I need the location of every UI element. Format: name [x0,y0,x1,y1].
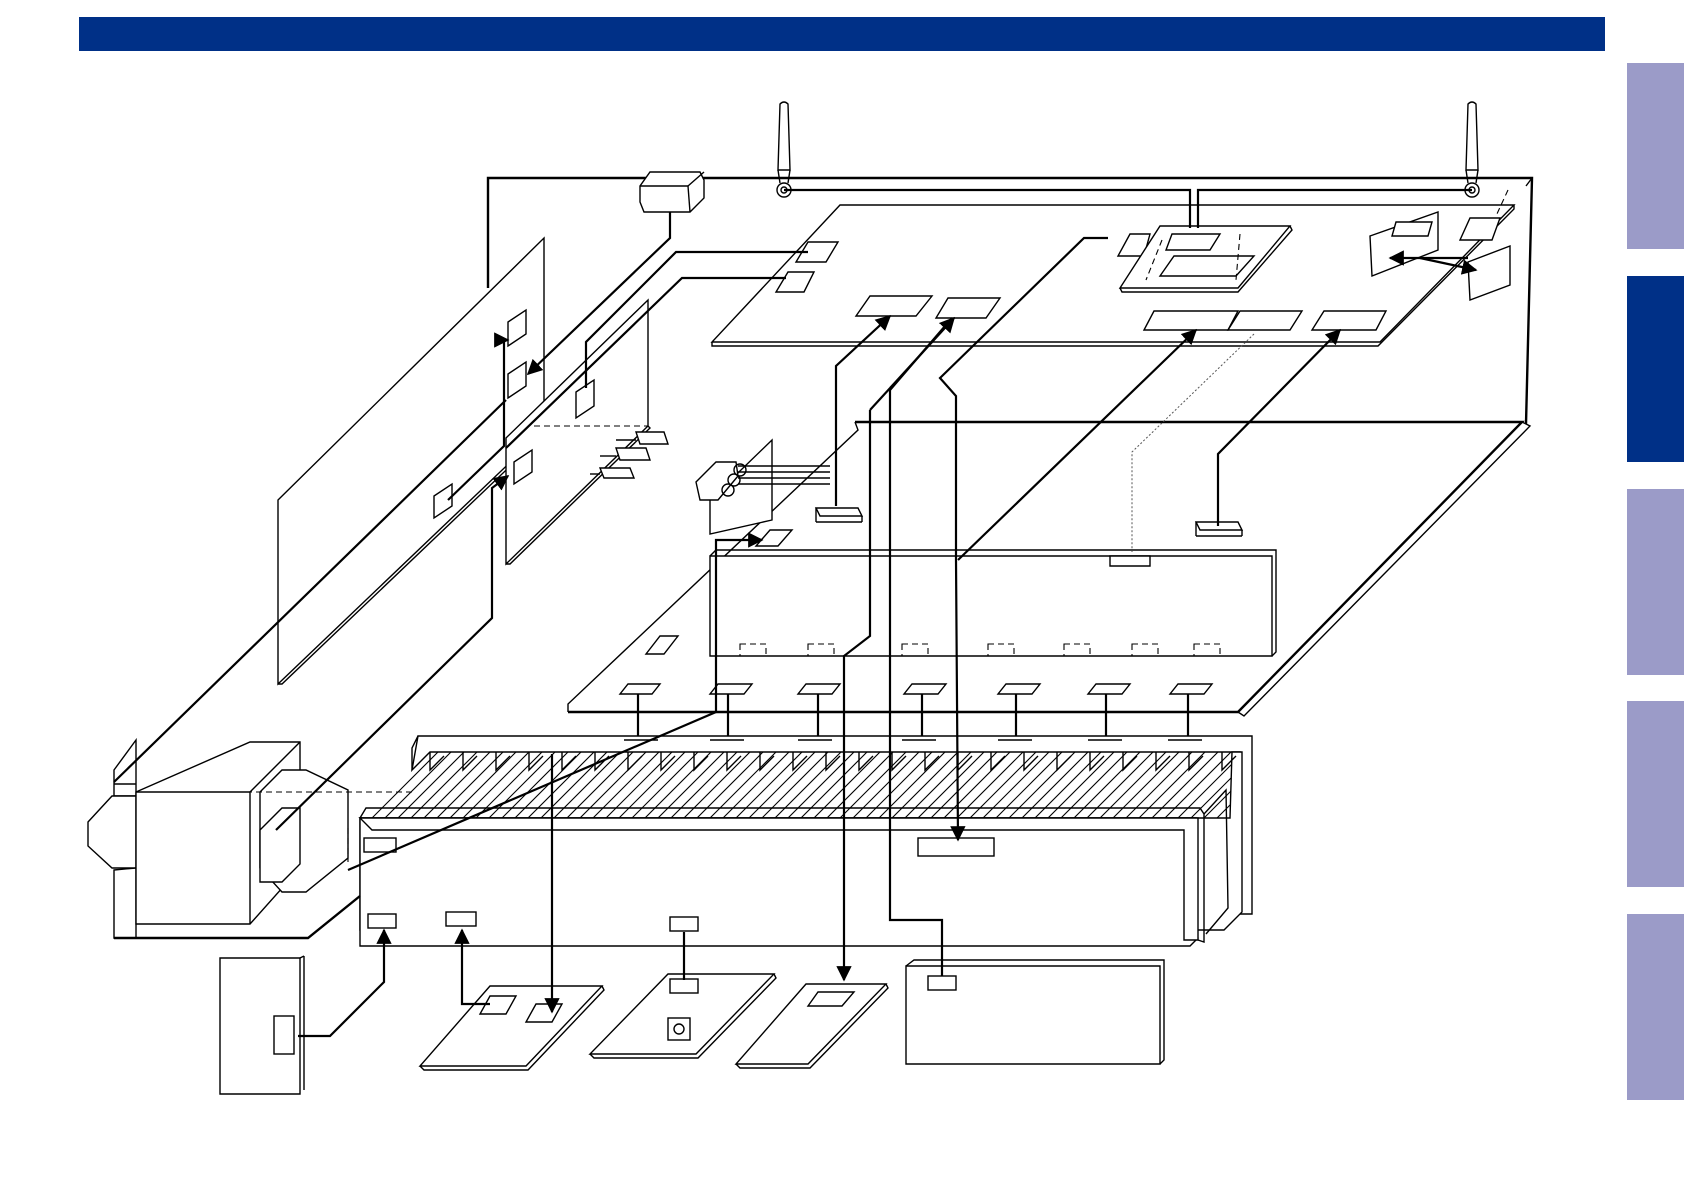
heatsink-hatch-line [604,752,672,820]
heatsink-fin [1024,752,1038,770]
heatsink-hatch-line [877,752,945,820]
heatsink-hatch-line [916,752,984,820]
heatsink-hatch-line [929,752,997,820]
heatsink-hatch-line [1137,752,1205,820]
heatsink-hatch-line [968,752,1036,820]
heatsink-hatch-line [695,752,763,820]
heatsink-hatch-line [474,752,542,820]
heatsink-fin [958,752,972,770]
heatsink-hatch-line [1280,752,1348,820]
antenna-icon [777,102,791,197]
heatsink-fin [529,752,543,770]
heatsink-hatch-line [643,752,711,820]
heatsink-hatch-line [617,752,685,820]
heatsink-hatch-line [1046,752,1114,820]
heatsink-hatch-line [994,752,1062,820]
heatsink-hatch-line [1124,752,1192,820]
heatsink-hatch-line [448,752,516,820]
heatsink-hatch-line [812,752,880,820]
bottom-pcb-2 [590,974,776,1058]
plug-bracket [696,440,830,534]
heatsink-fin [1123,752,1137,770]
heatsink-hatch-line [903,752,971,820]
heatsink-fin [991,752,1005,770]
heatsink-hatch-line [1072,752,1140,820]
heatsink-fin [925,752,939,770]
heatsink-hatch-line [370,752,438,820]
heatsink-hatch-line [1267,752,1335,820]
main-pcb-upper [712,205,1514,346]
heatsink-hatch-line [500,752,568,820]
heatsink-hatch-line [721,752,789,820]
heatsink-hatch-line [682,752,750,820]
heatsink-hatch-line [942,752,1010,820]
heatsink-hatch-line [864,752,932,820]
heatsink-hatch-line [513,752,581,820]
heatsink-hatch-line [1085,752,1153,820]
heatsink-hatch-line [1059,752,1127,820]
heatsink-hatch-line [760,752,828,820]
heatsink-hatch-line [838,752,906,820]
heatsink-fin [496,752,510,770]
amplifier-pcb [710,550,1276,656]
heatsink-hatch-line [1293,752,1361,820]
bottom-pcb-1 [420,986,604,1070]
heatsink-hatch-line [422,752,490,820]
heatsink-fin [694,752,708,770]
heatsink-hatch-line [747,752,815,820]
heatsink-hatch-line [851,752,919,820]
antenna-icon [1465,102,1479,197]
heatsink-hatch-line [1020,752,1088,820]
bottom-pcb-4 [906,960,1164,1064]
heatsink-hatch-line [773,752,841,820]
heatsink-hatch-line [1254,752,1322,820]
side-pcb-left [220,956,304,1094]
heatsink-hatch-line [1033,752,1101,820]
heatsink-hatch-line [708,752,776,820]
heatsink-hatch-line [630,752,698,820]
heatsink-hatch-line [656,752,724,820]
front-panel-pcb [360,790,1228,946]
heatsink-hatch-line [435,752,503,820]
heatsink-fin [562,752,576,770]
connector-icon [640,172,704,212]
heatsink-hatch-line [1111,752,1179,820]
